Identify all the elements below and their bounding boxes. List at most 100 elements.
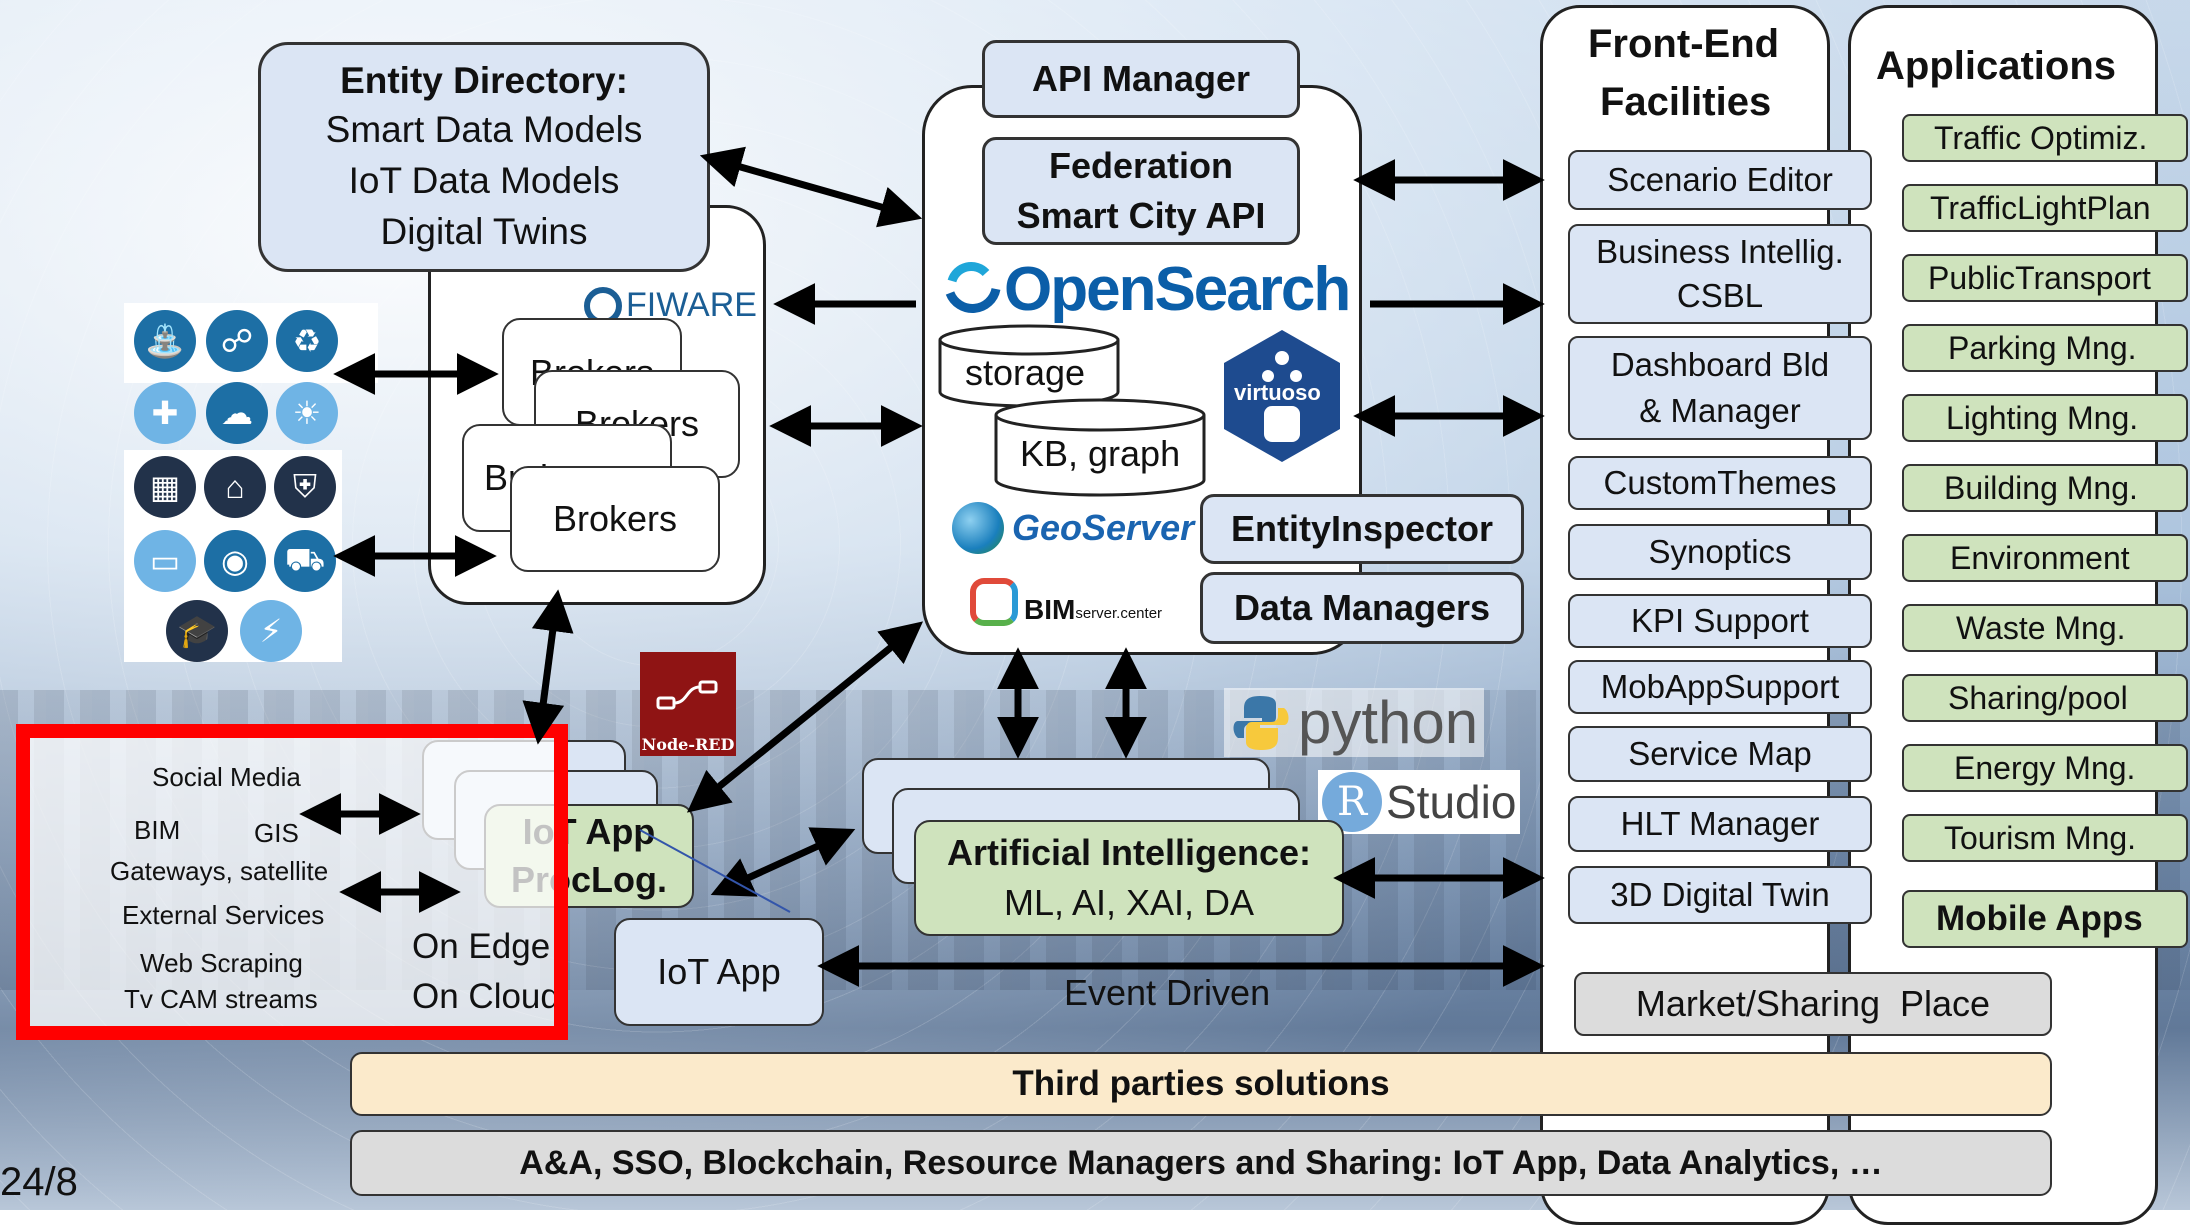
bimserver-sub: server.center [1075, 605, 1163, 622]
frontend-label: MobAppSupport [1600, 668, 1840, 705]
smart-home-icon: ⌂ [204, 456, 266, 518]
bimserver-logo: BIM server.center [970, 578, 1162, 626]
broker-label-4: Brokers [552, 498, 678, 539]
federation-box: Federation Smart City API [982, 137, 1300, 245]
rstudio-logo: R Studio [1318, 770, 1521, 834]
python-label: python [1298, 689, 1479, 756]
kb-graph-label: KB, graph [1020, 433, 1181, 474]
bottom-services-bar: A&A, SSO, Blockchain, Resource Managers … [350, 1130, 2052, 1196]
app-item-tourism-mng: Tourism Mng. [1902, 814, 2188, 862]
federation-line-2: Smart City API [1016, 195, 1266, 236]
python-logo: python [1224, 688, 1485, 757]
geoserver-label: GeoServer [1012, 507, 1195, 548]
app-label: TrafficLightPlan [1930, 190, 2151, 226]
app-label: Environment [1950, 540, 2130, 576]
python-icon [1233, 695, 1289, 750]
frontend-item-scenario-editor: Scenario Editor [1568, 150, 1872, 210]
source-external-services: External Services [122, 900, 325, 930]
education-icon: 🎓 [166, 600, 228, 662]
edge-line-1: On Edge [412, 927, 551, 966]
app-item-energy-mng: Energy Mng. [1902, 744, 2188, 792]
source-web-scraping: Web Scraping [140, 948, 303, 978]
mobile-apps-label: Mobile Apps [1936, 899, 2143, 938]
frontend-item-3d-digital-twin: 3D Digital Twin [1568, 866, 1872, 924]
broker-box-4: Brokers [510, 466, 720, 572]
node-red-label: Node-RED [641, 735, 735, 754]
third-parties-label: Third parties solutions [1012, 1064, 1390, 1103]
source-bim: BIM [134, 815, 181, 845]
opensearch-logo: OpenSearch [942, 254, 1351, 325]
opensearch-label: OpenSearch [1004, 255, 1351, 324]
frontend-label: KPI Support [1631, 602, 1809, 639]
energy-icon: ⚡ [240, 600, 302, 662]
ai-line-2: ML, AI, XAI, DA [1003, 882, 1255, 923]
node-red-logo: Node-RED [640, 652, 736, 756]
frontend-label: Dashboard Bld [1610, 346, 1830, 383]
event-driven-label: Event Driven [1064, 972, 1271, 1013]
bimserver-main: BIM [1024, 594, 1076, 625]
applications-title: Applications [1876, 44, 2117, 88]
car-icon: ⛟ [274, 530, 336, 592]
frontend-item-synoptics: Synoptics [1568, 524, 1872, 580]
iot-app-label: IoT App [657, 951, 781, 992]
entity-directory-line-3: Digital Twins [380, 210, 588, 252]
laptop-icon: ▭ [134, 530, 196, 592]
node-red-flow-icon [656, 680, 718, 710]
entity-directory-box: Entity Directory: Smart Data Models IoT … [258, 42, 710, 272]
entity-inspector-box: EntityInspector [1200, 494, 1524, 564]
network-icon: ☍ [206, 310, 268, 372]
external-sources-highlight [16, 724, 568, 1040]
app-label: Building Mng. [1944, 470, 2138, 506]
app-item-traffic-optimiz: Traffic Optimiz. [1902, 114, 2188, 162]
ai-line-1: Artificial Intelligence: [946, 832, 1312, 873]
federation-line-1: Federation [1048, 145, 1234, 186]
app-item-trafficlightplan: TrafficLightPlan [1902, 184, 2188, 232]
app-label: Sharing/pool [1948, 680, 2128, 716]
app-label: Energy Mng. [1954, 750, 2136, 786]
geoserver-globe-icon [952, 502, 1004, 554]
app-item-waste-mng: Waste Mng. [1902, 604, 2188, 652]
frontend-label: HLT Manager [1620, 805, 1820, 842]
frontend-item-customthemes: CustomThemes [1568, 456, 1872, 510]
opensearch-icon [945, 261, 1001, 313]
app-label: Waste Mng. [1956, 610, 2126, 646]
api-manager-label: API Manager [1031, 58, 1251, 99]
entity-directory-line-1: Smart Data Models [325, 108, 643, 150]
entity-inspector-label: EntityInspector [1230, 508, 1494, 549]
app-item-parking-mng: Parking Mng. [1902, 324, 2188, 372]
fiware-label: FIWARE [626, 286, 757, 324]
geoserver-logo: GeoServer [952, 502, 1194, 554]
bimserver-icon [970, 578, 1018, 626]
virtuoso-hexagon-icon [1224, 330, 1340, 462]
ai-box: Artificial Intelligence: ML, AI, XAI, DA [914, 820, 1344, 936]
frontend-item-mobappsupport: MobAppSupport [1568, 660, 1872, 714]
app-item-building-mng: Building Mng. [1902, 464, 2188, 512]
camera-icon: ◉ [204, 530, 266, 592]
frontend-title-1: Front-End [1588, 22, 1780, 66]
edge-line-2: On Cloud [412, 977, 560, 1016]
security-shield-icon: ⛨ [274, 456, 336, 518]
app-item-lighting-mng: Lighting Mng. [1902, 394, 2188, 442]
api-manager-box: API Manager [982, 40, 1300, 118]
fiware-logo: FIWARE [584, 286, 757, 325]
frontend-label: CustomThemes [1603, 464, 1837, 501]
app-label: Lighting Mng. [1946, 400, 2139, 436]
source-gateways: Gateways, satellite [110, 856, 329, 886]
app-label: Parking Mng. [1948, 330, 2137, 366]
frontend-label: & Manager [1639, 392, 1801, 429]
page-number: 24/8 [0, 1160, 78, 1204]
source-gis: GIS [254, 818, 299, 848]
bottom-services-label: A&A, SSO, Blockchain, Resource Managers … [519, 1144, 1883, 1182]
data-managers-label: Data Managers [1233, 587, 1491, 628]
frontend-item-hlt-manager: HLT Manager [1568, 796, 1872, 852]
app-label: Tourism Mng. [1944, 820, 2137, 856]
data-managers-box: Data Managers [1200, 572, 1524, 644]
recycle-icon: ♻ [276, 310, 338, 372]
frontend-item-kpi-support: KPI Support [1568, 594, 1872, 648]
frontend-label: Business Intellig. [1596, 233, 1844, 270]
frontend-item-dashboard: Dashboard Bld & Manager [1568, 336, 1872, 440]
lightbulb-icon: ☀ [276, 382, 338, 444]
frontend-label: Synoptics [1648, 533, 1792, 570]
source-social-media: Social Media [152, 762, 301, 792]
iot-app-box: IoT App [614, 918, 824, 1026]
